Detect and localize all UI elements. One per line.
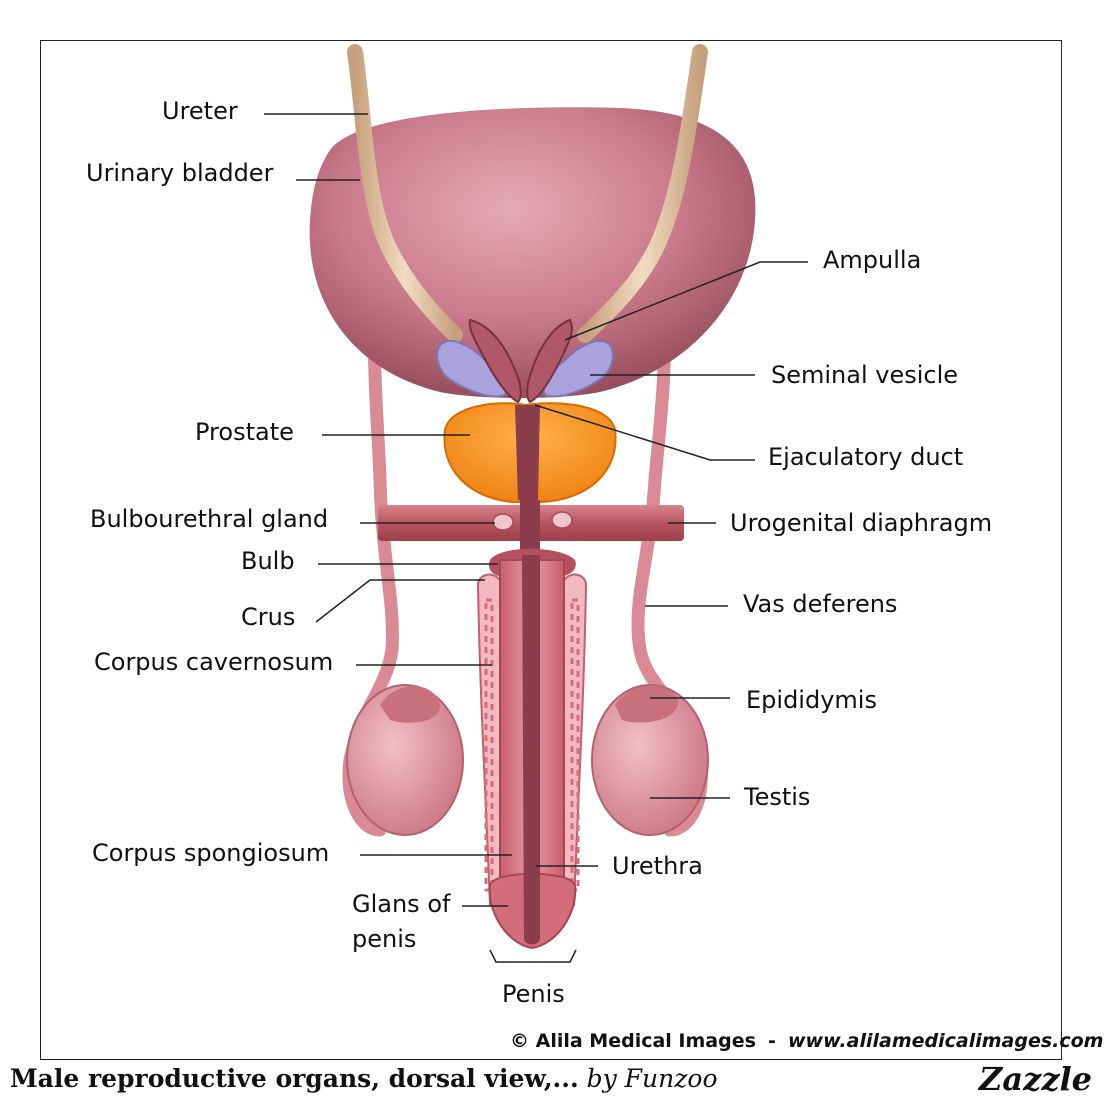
bulbourethral-gland-left bbox=[492, 513, 514, 531]
testis-left bbox=[346, 684, 464, 836]
credit-url[interactable]: www.alilamedicalimages.com bbox=[787, 1030, 1104, 1052]
label-ureter: Ureter bbox=[162, 97, 238, 125]
label-vas-deferens: Vas deferens bbox=[743, 590, 898, 618]
label-glans-line1: Glans of bbox=[352, 890, 451, 918]
ureter-left bbox=[347, 44, 463, 343]
label-ejaculatory-duct: Ejaculatory duct bbox=[768, 443, 964, 471]
label-crus: Crus bbox=[241, 603, 296, 631]
label-seminal-vesicle: Seminal vesicle bbox=[771, 361, 959, 389]
ampulla-right bbox=[526, 318, 573, 404]
credit-separator: - bbox=[768, 1030, 776, 1052]
product-byline[interactable]: by Funzoo bbox=[586, 1064, 718, 1093]
label-epididymis: Epididymis bbox=[746, 686, 877, 714]
label-bulbourethral-gland: Bulbourethral gland bbox=[90, 505, 329, 533]
label-penis: Penis bbox=[502, 980, 565, 1008]
zazzle-logo[interactable]: Zazzle bbox=[979, 1060, 1092, 1098]
label-urogenital-diaphragm: Urogenital diaphragm bbox=[730, 509, 993, 537]
label-corpus-spongiosum: Corpus spongiosum bbox=[92, 839, 330, 867]
product-footer: Male reproductive organs, dorsal view,..… bbox=[10, 1064, 718, 1093]
corpus-cavernosum-right bbox=[563, 573, 588, 906]
product-title[interactable]: Male reproductive organs, dorsal view,..… bbox=[10, 1064, 579, 1093]
seminal-vesicle-right bbox=[542, 340, 614, 398]
ampulla-left bbox=[468, 318, 522, 404]
label-ampulla: Ampulla bbox=[823, 246, 922, 274]
seminal-vesicle-left bbox=[436, 340, 508, 398]
penile-urethra bbox=[522, 555, 540, 945]
membranous-urethra bbox=[520, 500, 540, 550]
label-corpus-cavernosum: Corpus cavernosum bbox=[94, 648, 334, 676]
ureter-right bbox=[577, 44, 708, 343]
label-glans-line2: penis bbox=[352, 925, 417, 953]
label-bulb: Bulb bbox=[241, 547, 295, 575]
label-testis: Testis bbox=[744, 783, 811, 811]
epididymis-right bbox=[615, 685, 679, 723]
label-urethra: Urethra bbox=[612, 852, 703, 880]
label-prostate: Prostate bbox=[195, 418, 294, 446]
bulbourethral-gland-right bbox=[551, 511, 573, 529]
epididymis-left bbox=[380, 686, 440, 723]
leader-lines bbox=[264, 113, 808, 963]
urinary-bladder bbox=[309, 107, 756, 398]
label-urinary-bladder: Urinary bladder bbox=[86, 159, 274, 187]
image-credit: © Alila Medical Images - www.alilamedica… bbox=[510, 1030, 1103, 1052]
credit-copyright: © Alila Medical Images bbox=[510, 1030, 756, 1052]
prostatic-urethra bbox=[515, 405, 540, 500]
